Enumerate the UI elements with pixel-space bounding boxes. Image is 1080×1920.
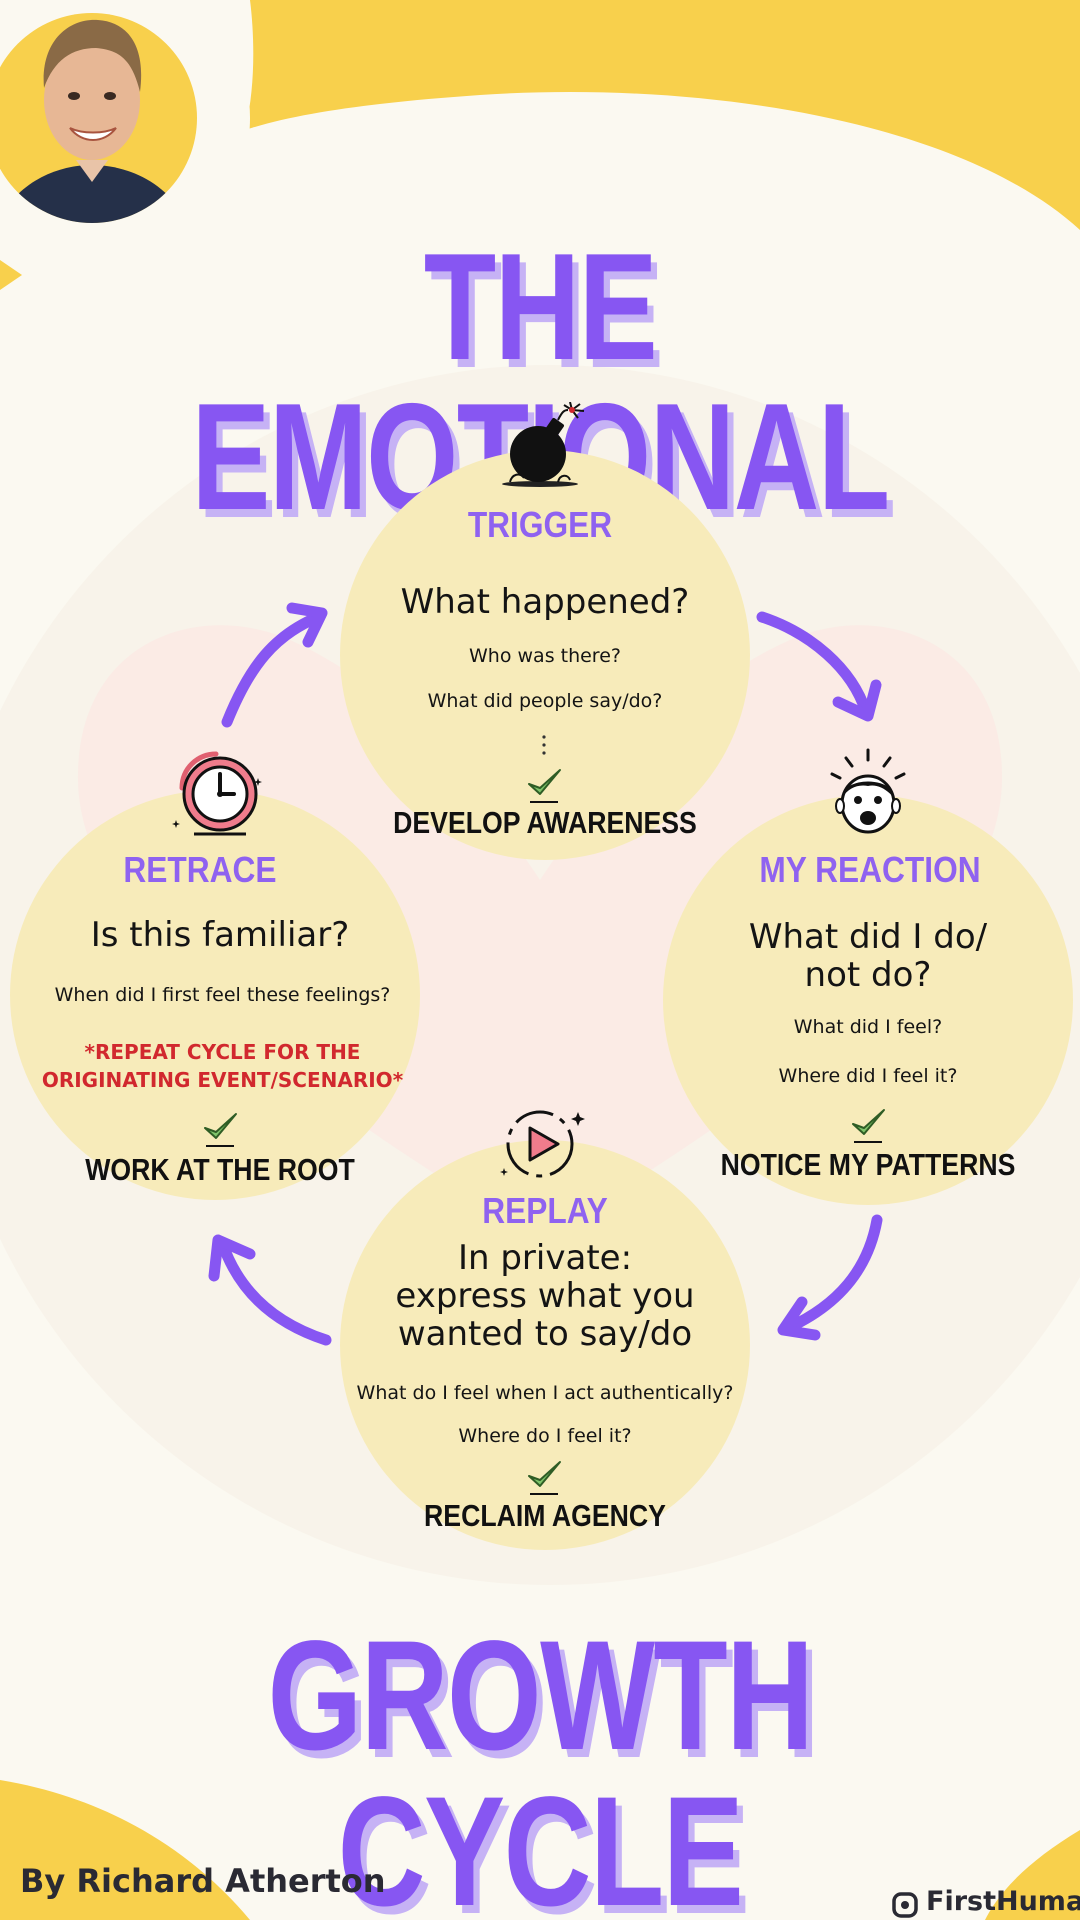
bottom-right-yellow-corner <box>985 1830 1080 1920</box>
shocked-face-icon <box>830 748 906 834</box>
clock-icon <box>172 751 262 836</box>
retrace-note-line-2: ORIGINATING EVENT/SCENARIO* <box>41 1068 404 1092</box>
replay-detail-1: What do I feel when I act authentically? <box>356 1382 734 1404</box>
arrow-head-trigger-to-reaction <box>832 679 882 722</box>
reaction-title: MY REACTION <box>759 849 981 890</box>
replay-question-line-2: express what you <box>395 1276 695 1316</box>
arrow-replay-to-retrace <box>216 1236 332 1346</box>
trigger-outcome: DEVELOP AWARENESS <box>393 805 697 840</box>
replay-question-line-1: In private: <box>457 1238 633 1278</box>
replay-check-icon <box>528 1461 561 1495</box>
trigger-detail-2: What did people say/do? <box>427 690 663 712</box>
reaction-circle <box>663 795 1073 1205</box>
top-yellow-wave <box>245 0 1080 230</box>
trigger-detail-1: Who was there? <box>469 645 621 667</box>
retrace-check-icon <box>204 1113 237 1147</box>
arrow-reaction-to-replay <box>782 1214 883 1334</box>
bottom-left-yellow-corner <box>0 1780 250 1920</box>
arrow-retrace-to-trigger <box>221 611 324 728</box>
trigger-title: TRIGGER <box>467 504 613 545</box>
arrow-head-replay-to-retrace <box>208 1234 256 1282</box>
reaction-outcome: NOTICE MY PATTERNS <box>720 1147 1016 1182</box>
left-yellow-sliver <box>0 260 22 290</box>
title-bottom: GROWTH CYCLE <box>267 1609 814 1920</box>
arrow-trigger-to-reaction <box>756 611 872 718</box>
retrace-title: RETRACE <box>123 849 277 890</box>
reaction-question-line-2: not do? <box>804 955 932 995</box>
replay-outcome: RECLAIM AGENCY <box>424 1498 666 1533</box>
retrace-question: Is this familiar? <box>90 915 350 955</box>
dotted-connector <box>542 735 546 755</box>
author-portrait <box>0 0 250 270</box>
retrace-note-line-1: *REPEAT CYCLE FOR THE <box>84 1040 361 1064</box>
retrace-detail-1: When did I first feel these feelings? <box>54 984 391 1006</box>
author-credit: By Richard Atherton <box>20 1862 386 1900</box>
replay-title: REPLAY <box>482 1190 608 1231</box>
retrace-outcome: WORK AT THE ROOT <box>85 1152 355 1187</box>
replay-circle <box>340 1140 750 1550</box>
play-icon <box>500 1110 585 1178</box>
reaction-detail-2: Where did I feel it? <box>778 1065 958 1087</box>
trigger-check-icon <box>528 769 561 803</box>
replay-detail-2: Where do I feel it? <box>458 1425 632 1447</box>
firsthuman-logo-icon <box>892 1892 918 1918</box>
bomb-icon <box>502 402 585 487</box>
arrow-head-retrace-to-trigger <box>286 602 328 648</box>
reaction-question-line-1: What did I do/ <box>748 917 988 957</box>
brand-name: FirstHuman <box>926 1886 1080 1917</box>
trigger-question: What happened? <box>400 582 690 622</box>
arrow-head-reaction-to-replay <box>777 1296 821 1341</box>
reaction-check-icon <box>852 1109 885 1143</box>
trigger-circle <box>340 450 750 860</box>
reaction-detail-1: What did I feel? <box>793 1016 943 1038</box>
replay-question-line-3: wanted to say/do <box>397 1314 693 1354</box>
